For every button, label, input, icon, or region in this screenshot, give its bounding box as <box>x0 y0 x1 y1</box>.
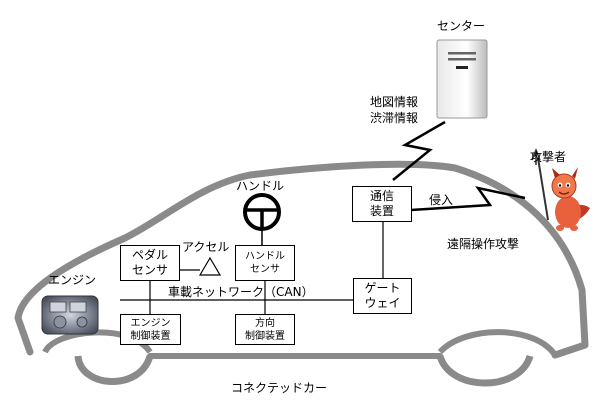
lightning-center-icon <box>392 120 446 181</box>
diagram-caption: コネクテッドカー <box>231 381 328 395</box>
engine-ecu-line-2: 制御装置 <box>130 330 171 342</box>
car-body-outline <box>14 160 589 359</box>
pedal-sensor-line-2: センサ <box>131 263 168 277</box>
remote-attack-label: 遠隔操作攻撃 <box>447 237 520 251</box>
gateway-box: ゲート ウェイ <box>353 278 412 314</box>
handle-sensor-box: ハンドル センサ <box>235 245 295 281</box>
steering-label: ハンドル <box>236 179 285 193</box>
comm-device-line-1: 通信 <box>369 189 394 203</box>
attacker-devil-icon <box>531 147 590 231</box>
pedal-sensor-line-1: ペダル <box>131 248 168 262</box>
steer-ecu-line-2: 制御装置 <box>245 330 285 342</box>
handle-sensor-line-2: センサ <box>250 264 280 275</box>
pedal-sensor-box: ペダル センサ <box>120 245 180 281</box>
center-link-label-2: 渋滞情報 <box>370 111 419 125</box>
engine-label: エンジン <box>48 273 97 287</box>
attacker-label: 攻撃者 <box>530 150 567 164</box>
can-bus-label: 車載ネットワーク（CAN） <box>168 285 314 299</box>
lightning-attacker-icon <box>410 186 526 212</box>
comm-device-line-2: 装置 <box>369 204 394 218</box>
server-label: センター <box>437 19 486 33</box>
front-wheel-arch <box>74 354 154 385</box>
intrusion-label: 侵入 <box>429 193 454 207</box>
accel-pedal-icon <box>198 256 222 276</box>
rear-wheel-arch <box>436 354 534 387</box>
handle-sensor-line-1: ハンドル <box>245 251 285 262</box>
server-icon <box>436 39 488 119</box>
steer-ecu-line-1: 方向 <box>255 317 275 329</box>
gateway-line-1: ゲート <box>364 281 401 295</box>
comm-device-box: 通信 装置 <box>352 186 412 222</box>
gateway-line-2: ウェイ <box>364 296 401 310</box>
steer-ecu-box: 方向 制御装置 <box>235 314 295 345</box>
engine-icon <box>41 295 99 335</box>
center-link-label-1: 地図情報 <box>370 95 419 109</box>
engine-ecu-line-1: エンジン <box>130 317 171 329</box>
steering-wheel-icon <box>243 193 281 231</box>
rear-wheel-arch-inner <box>437 329 558 357</box>
accel-label: アクセル <box>182 240 230 254</box>
engine-ecu-box: エンジン 制御装置 <box>120 314 181 345</box>
